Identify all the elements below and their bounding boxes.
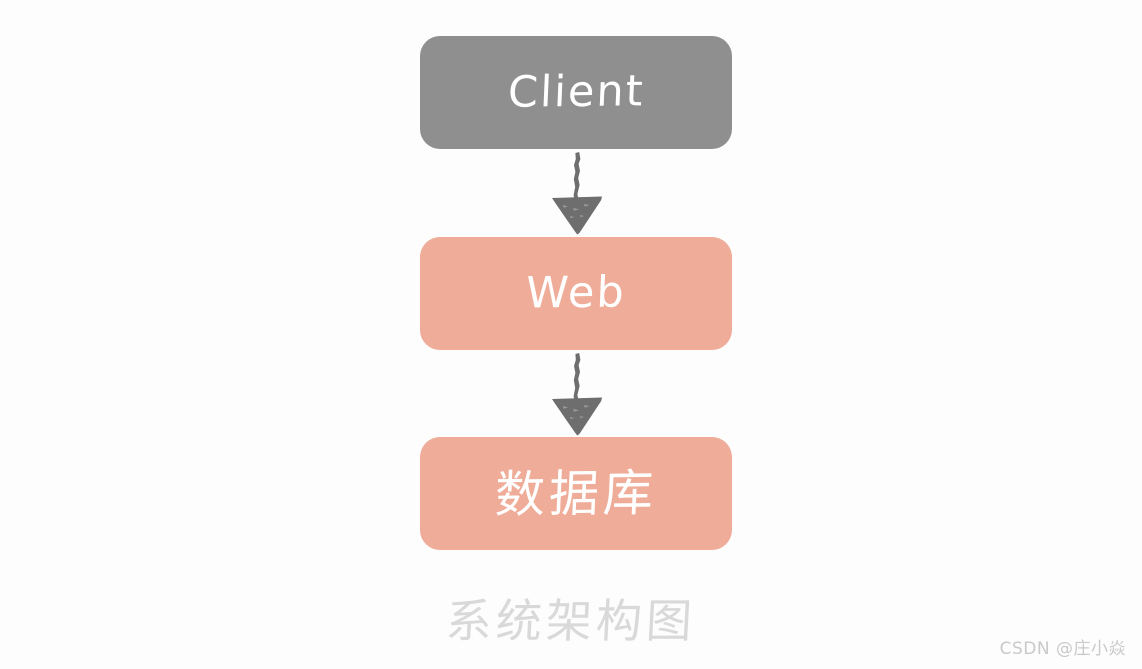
arrow-client-to-web-icon: [546, 150, 608, 236]
diagram-node-web[interactable]: Web: [420, 237, 732, 350]
node-label-web: Web: [525, 267, 627, 319]
diagram-node-database[interactable]: 数据库: [420, 437, 732, 550]
node-label-database: 数据库: [493, 463, 659, 524]
arrow-web-to-database-icon: [546, 351, 608, 437]
node-label-client: Client: [506, 66, 646, 118]
diagram-caption: 系统架构图: [444, 594, 698, 648]
diagram-node-client[interactable]: Client: [420, 36, 732, 149]
csdn-watermark: CSDN @庄小焱: [999, 639, 1126, 659]
